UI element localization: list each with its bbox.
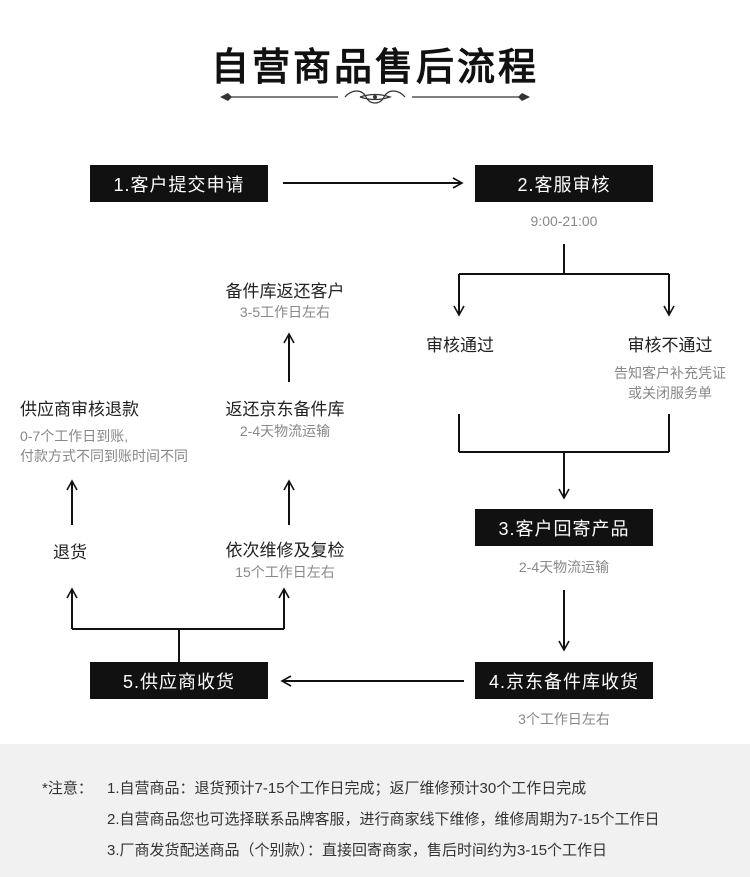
return-to-customer: 备件库返还客户	[225, 282, 345, 301]
rejected-note-line1: 告知客户补充凭证	[614, 365, 726, 381]
note-3: 3.厂商发货配送商品（个别款）：直接回寄商家，售后时间约为3-15个工作日	[107, 842, 608, 859]
repair-and-inspect-time: 15个工作日左右	[235, 564, 335, 580]
repair-and-inspect: 依次维修及复检	[225, 541, 345, 560]
notes-panel: *注意： 1.自营商品：退货预计7-15个工作日完成；返厂维修预计30个工作日完…	[0, 744, 750, 877]
step-submit-request: 1.客户提交申请	[90, 165, 268, 202]
review-hours: 9:00-21:00	[530, 213, 598, 229]
note-1: 1.自营商品：退货预计7-15个工作日完成；返厂维修预计30个工作日完成	[107, 780, 587, 797]
branch-approved: 审核通过	[426, 336, 494, 355]
branch-rejected: 审核不通过	[627, 336, 713, 355]
step-jd-warehouse-receive: 4.京东备件库收货	[475, 662, 653, 699]
rejected-note-line2: 或关闭服务单	[628, 385, 712, 401]
return-to-jd-warehouse-time: 2-4天物流运输	[239, 423, 331, 439]
warehouse-receive-time: 3个工作日左右	[518, 711, 610, 727]
step-customer-service-review: 2.客服审核	[475, 165, 653, 202]
supplier-refund-review: 供应商审核退款	[20, 400, 139, 419]
note-2: 2.自营商品您也可选择联系品牌客服，进行商家线下维修，维修周期为7-15个工作日	[107, 811, 660, 828]
return-to-jd-warehouse: 返还京东备件库	[225, 400, 345, 419]
notes-prefix: *注意：	[42, 780, 93, 797]
refund-time-line2: 付款方式不同到账时间不同	[20, 448, 188, 464]
page-title: 自营商品售后流程	[210, 47, 539, 89]
return-shipping-time: 2-4天物流运输	[518, 559, 610, 575]
refund-time-line1: 0-7个工作日到账,	[20, 428, 129, 444]
step-supplier-receive: 5.供应商收货	[90, 662, 268, 699]
ornament-divider	[220, 90, 530, 104]
return-to-customer-time: 3-5工作日左右	[239, 304, 331, 320]
flow-connectors	[66, 177, 675, 687]
return-goods: 退货	[53, 543, 87, 562]
step-customer-return-product: 3.客户回寄产品	[475, 509, 653, 546]
